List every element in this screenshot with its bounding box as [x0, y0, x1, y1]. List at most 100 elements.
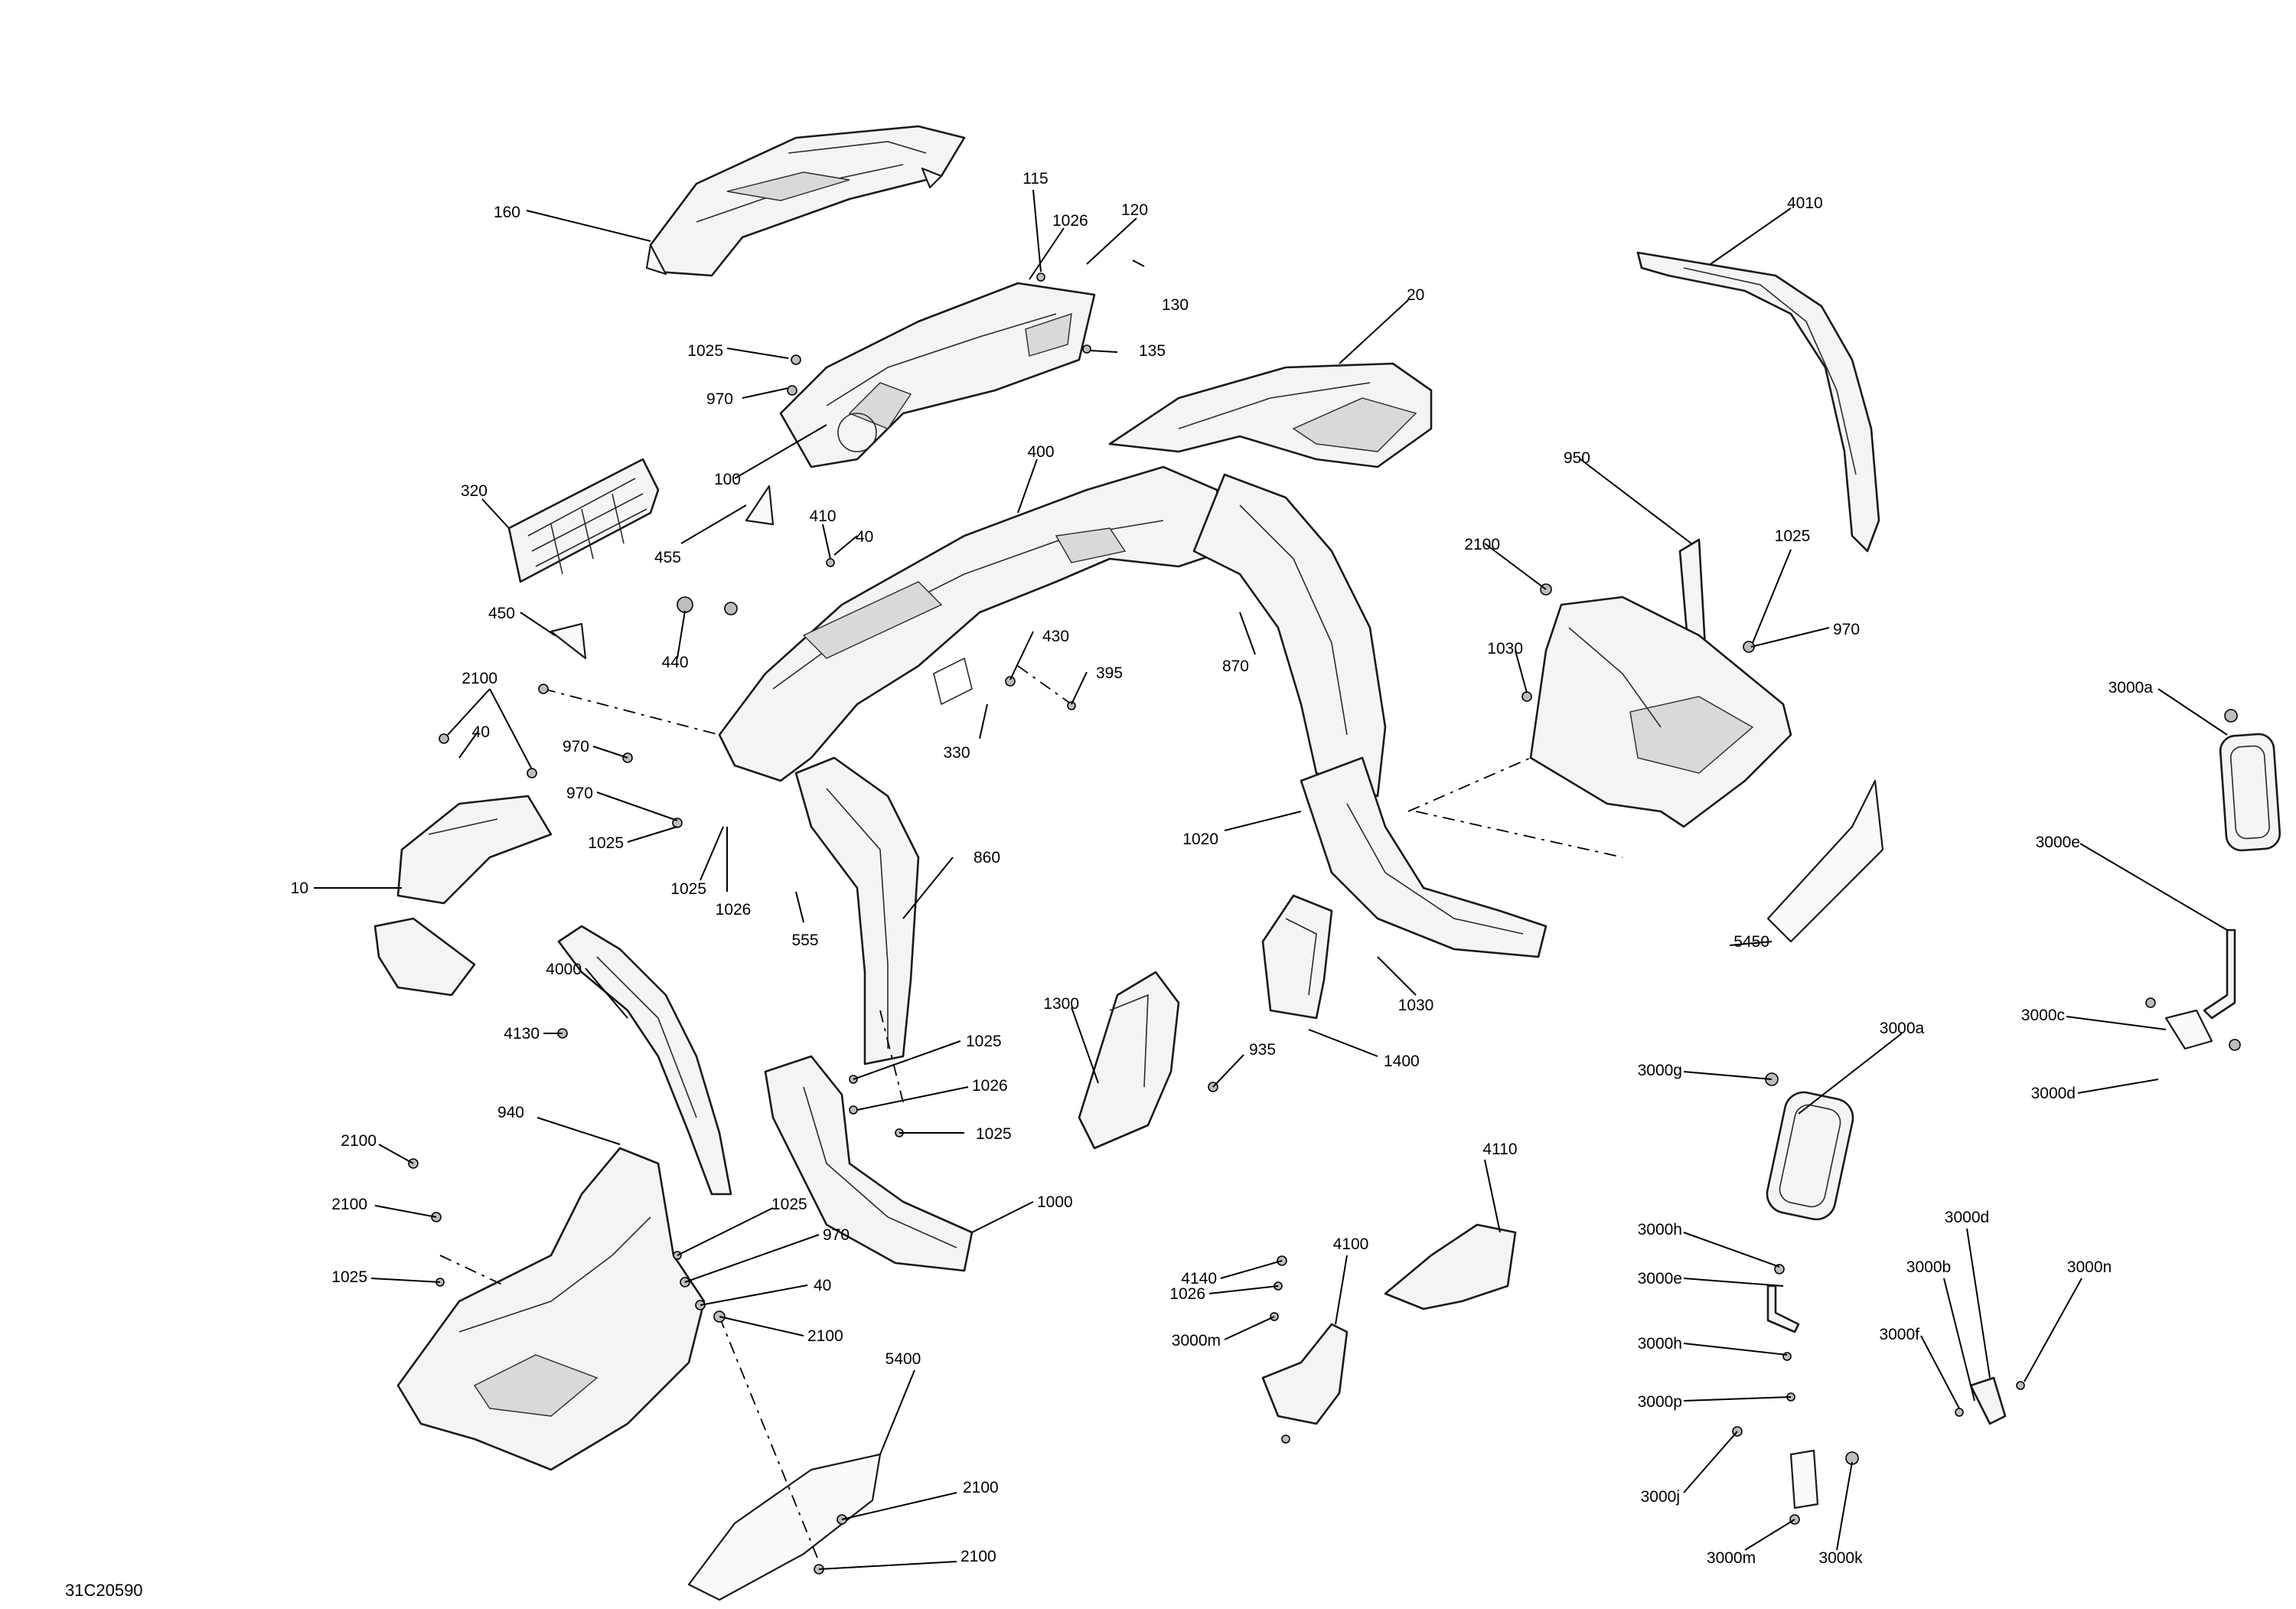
- callout-3000h: 3000h: [1638, 1221, 1682, 1239]
- callout-3000p: 3000p: [1638, 1393, 1682, 1411]
- callout-1300: 1300: [1043, 995, 1079, 1013]
- callout-1025: 1025: [670, 880, 706, 898]
- callout-4000: 4000: [546, 961, 582, 978]
- callout-115: 115: [1022, 170, 1048, 188]
- callout-4010: 4010: [1787, 194, 1823, 212]
- callout-4110: 4110: [1482, 1141, 1517, 1158]
- callout-320: 320: [461, 482, 488, 500]
- callout-40: 40: [814, 1277, 831, 1294]
- part-1020-rocker: [1300, 756, 1548, 958]
- part-450-panel: [550, 622, 587, 660]
- part-3000d-bracket: [1969, 1376, 2007, 1425]
- callout-3000g: 3000g: [1638, 1062, 1682, 1079]
- callout-1000: 1000: [1037, 1193, 1073, 1211]
- part-1000-rocker: [764, 1055, 974, 1272]
- callout-330: 330: [943, 744, 970, 762]
- callout-440: 440: [661, 654, 688, 671]
- callout-2100: 2100: [807, 1327, 843, 1345]
- callout-970: 970: [563, 738, 589, 756]
- leader-lines: [314, 189, 2228, 1570]
- callout-3000d: 3000d: [1945, 1209, 1989, 1226]
- callout-4100: 4100: [1333, 1235, 1369, 1253]
- part-160-cover: [645, 125, 966, 277]
- part-400-frame: [718, 465, 1226, 782]
- callout-1026: 1026: [1169, 1285, 1205, 1303]
- callout-40: 40: [472, 723, 490, 741]
- callout-1020: 1020: [1182, 831, 1218, 848]
- part-860-column: [794, 756, 920, 1066]
- callout-3000b: 3000b: [1906, 1258, 1951, 1276]
- callout-4130: 4130: [504, 1025, 540, 1043]
- callout-1400: 1400: [1384, 1053, 1420, 1070]
- callout-3000f: 3000f: [1879, 1326, 1919, 1343]
- callout-1030: 1030: [1398, 997, 1434, 1014]
- callout-2100: 2100: [963, 1479, 999, 1496]
- callout-455: 455: [654, 549, 681, 566]
- callout-3000m: 3000m: [1172, 1332, 1221, 1350]
- callout-1026: 1026: [716, 901, 752, 919]
- part-4000-post: [557, 925, 732, 1196]
- callout-1025: 1025: [1775, 527, 1811, 545]
- callout-940: 940: [497, 1104, 524, 1121]
- part-320-grille: [507, 458, 660, 583]
- callout-160: 160: [494, 204, 520, 221]
- callout-labels: 160 115 1026 120 130 1025 135 970 100 20…: [291, 170, 2154, 1567]
- callout-3000h: 3000h: [1638, 1335, 1682, 1353]
- callout-1025: 1025: [966, 1033, 1002, 1050]
- part-940-panel: [396, 1147, 706, 1471]
- callout-2100: 2100: [1464, 536, 1500, 553]
- callout-860: 860: [974, 849, 1000, 867]
- callout-100: 100: [714, 471, 741, 488]
- callout-20: 20: [1407, 286, 1424, 304]
- callout-2100: 2100: [341, 1132, 377, 1150]
- callout-3000n: 3000n: [2067, 1258, 2112, 1276]
- part-4010-trim: [1636, 251, 1880, 553]
- callout-5400: 5400: [885, 1350, 921, 1368]
- callout-450: 450: [488, 605, 515, 622]
- callout-130: 130: [1162, 296, 1189, 314]
- part-3000a-mirror-lower: [1766, 1091, 1854, 1509]
- callout-3000c: 3000c: [2021, 1007, 2065, 1024]
- callout-870: 870: [1222, 658, 1249, 675]
- callout-1026: 1026: [1052, 212, 1088, 230]
- part-5400-panel: [687, 1453, 882, 1601]
- callout-135: 135: [1139, 342, 1166, 360]
- part-455-panel: [745, 485, 775, 526]
- callout-1025: 1025: [588, 834, 624, 852]
- callout-3000a: 3000a: [1880, 1020, 1925, 1037]
- part-1300-pillar: [1078, 971, 1180, 1150]
- part-4100-bracket: [1261, 1323, 1349, 1425]
- part-5450-panel: [1766, 779, 1884, 943]
- drawing-number: 31C20590: [65, 1581, 143, 1600]
- fasteners: [408, 273, 2241, 1575]
- callout-395: 395: [1096, 664, 1123, 682]
- callout-430: 430: [1042, 628, 1069, 645]
- callout-3000k: 3000k: [1818, 1549, 1863, 1567]
- callout-120: 120: [1121, 201, 1148, 219]
- part-3000a-mirror-upper: [2164, 733, 2281, 1050]
- callout-3000e: 3000e: [2036, 834, 2080, 851]
- callout-410: 410: [809, 508, 836, 525]
- callout-1025: 1025: [687, 342, 723, 360]
- part-870-panel: [1192, 473, 1387, 798]
- part-100-bracket: [779, 282, 1096, 468]
- callout-2100: 2100: [461, 670, 497, 687]
- callout-1026: 1026: [972, 1077, 1008, 1095]
- part-1400-pillar: [1261, 894, 1333, 1020]
- callout-3000e: 3000e: [1638, 1270, 1682, 1288]
- callout-3000j: 3000j: [1641, 1488, 1680, 1506]
- callout-3000a: 3000a: [2108, 679, 2154, 697]
- callout-970: 970: [566, 785, 593, 802]
- callout-1030: 1030: [1487, 640, 1523, 658]
- callout-950: 950: [1564, 449, 1590, 467]
- callout-40: 40: [856, 528, 873, 546]
- callout-1025: 1025: [331, 1268, 367, 1286]
- callout-3000d: 3000d: [2031, 1085, 2076, 1102]
- callout-1025: 1025: [771, 1196, 807, 1213]
- callout-4140: 4140: [1181, 1270, 1217, 1288]
- part-4110-bracket: [1384, 1223, 1517, 1310]
- callout-1025: 1025: [976, 1125, 1012, 1143]
- callout-2100: 2100: [331, 1196, 367, 1213]
- callout-970: 970: [706, 390, 733, 408]
